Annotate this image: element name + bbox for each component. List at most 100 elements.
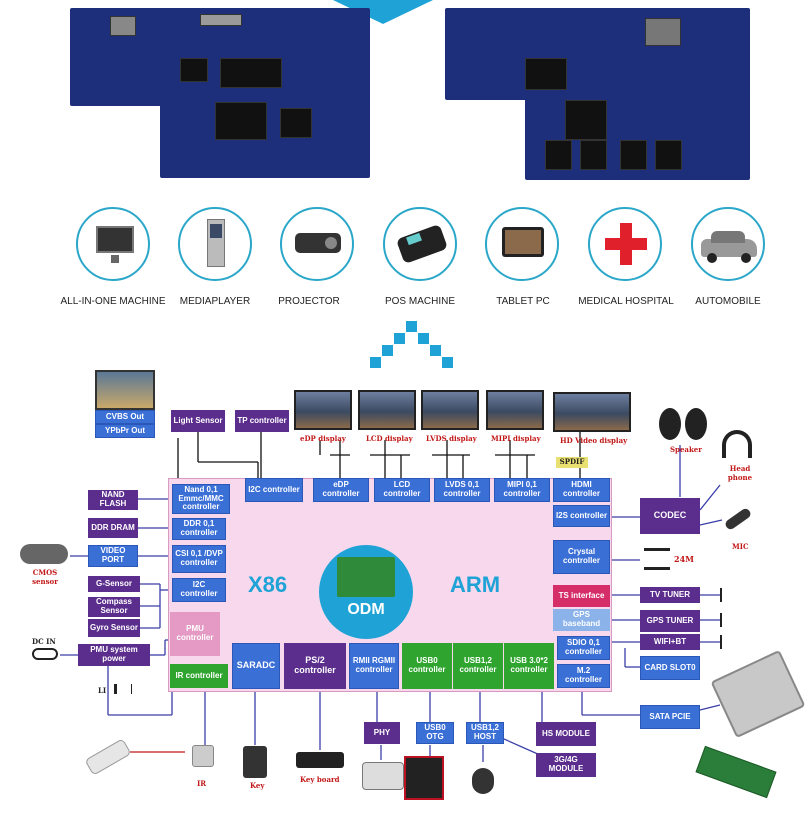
keypad-phone-image	[243, 746, 267, 778]
usb12-controller: USB1,2 controller	[453, 643, 503, 689]
i2s-controller: I2S controller	[553, 505, 610, 527]
app-label-pos-machine: POS MACHINE	[384, 296, 455, 307]
saradc-controller: SARADC	[232, 643, 280, 689]
video-port-box: VIDEO PORT	[88, 545, 138, 567]
ir-label: IR	[197, 779, 207, 788]
pcb-board-right-lower-image	[525, 95, 750, 180]
light-sensor-box: Light Sensor	[171, 410, 225, 432]
pyramid-pixel	[418, 333, 429, 344]
antenna-icon	[720, 613, 730, 627]
lvds-display-image	[421, 390, 479, 430]
pcb-mini-image	[337, 557, 395, 597]
hd-video-display-image	[553, 392, 631, 432]
lvds-controller: LVDS 0,1 controller	[434, 478, 490, 502]
edp-controller: eDP controller	[313, 478, 369, 502]
wifi-bt-box: WIFI+BT	[640, 634, 700, 650]
all-in-one-computer-icon	[76, 207, 150, 281]
spdif-label: SPDIF	[556, 457, 588, 468]
edp-display-label: eDP display	[300, 434, 346, 443]
key-label: Key	[250, 781, 265, 790]
sata-pcie-box: SATA PCIE	[640, 705, 700, 729]
pmu-system-power-box: PMU system power	[78, 644, 150, 666]
ddr-controller: DDR 0,1 controller	[172, 518, 226, 540]
mouse-image	[472, 768, 494, 794]
odm-label: ODM	[347, 601, 385, 618]
m2-controller: M.2 controller	[557, 664, 610, 688]
hs-module-box: HS MODULE	[536, 722, 596, 746]
crystal-oscillator-icon	[644, 548, 670, 570]
speaker-label: Speaker	[670, 445, 702, 454]
speaker-right-image	[685, 408, 707, 440]
sdio-controller: SDIO 0,1 controller	[557, 636, 610, 660]
usb0-otg-box: USB0 OTG	[416, 722, 454, 744]
compass-sensor-box: Compass Sensor	[88, 597, 140, 617]
antenna-icon	[720, 635, 730, 649]
cvbs-out-label: CVBS Out	[95, 410, 155, 424]
odm-logo-circle: ODM	[319, 545, 413, 639]
g-sensor-box: G-Sensor	[88, 576, 140, 592]
gyro-sensor-box: Gyro Sensor	[88, 619, 140, 637]
i2c-controller-left: I2C controller	[172, 578, 226, 602]
rmii-rgmii-controller: RMII RGMII controller	[349, 643, 399, 689]
projector-icon	[280, 207, 354, 281]
usb0-controller: USB0 controller	[402, 643, 452, 689]
ps2-controller: PS/2 controller	[284, 643, 346, 689]
pos-terminal-icon	[383, 207, 457, 281]
network-device-image	[362, 762, 404, 790]
pyramid-pixel	[370, 357, 381, 368]
kiosk-icon	[178, 207, 252, 281]
headphone-image	[722, 430, 752, 458]
pyramid-pixel	[406, 321, 417, 332]
app-label-medical-hospital: MEDICAL HOSPITAL	[578, 296, 674, 307]
codec-box: CODEC	[640, 498, 700, 534]
pyramid-pixel	[442, 357, 453, 368]
cvbs-monitor-image	[95, 370, 155, 410]
pc-tower-image	[404, 756, 444, 800]
usb12-host-box: USB1,2 HOST	[466, 722, 504, 744]
pyramid-pixel	[394, 333, 405, 344]
crystal-freq-label: 24M	[674, 554, 694, 564]
pcb-board-left-lower-image	[160, 100, 370, 178]
ir-receiver-image	[192, 745, 214, 767]
app-label-projector: PROJECTOR	[278, 296, 340, 307]
tablet-icon	[485, 207, 559, 281]
tv-tuner-box: TV TUNER	[640, 587, 700, 603]
dc-in-label: DC IN	[32, 637, 56, 646]
gps-tuner-box: GPS TUNER	[640, 610, 700, 632]
app-label-mediaplayer: MEDIAPLAYER	[179, 296, 251, 307]
ypbpr-out-label: YPbPr Out	[95, 424, 155, 438]
pyramid-pixel	[382, 345, 393, 356]
cmos-camera-image	[20, 544, 68, 564]
pmu-controller: PMU controller	[170, 612, 220, 656]
antenna-icon	[720, 588, 730, 602]
speaker-left-image	[659, 408, 681, 440]
lcd-display-label: LCD display	[366, 434, 413, 443]
li-label: LI	[98, 686, 107, 695]
mic-label: MIC	[732, 542, 749, 551]
dc-plug-icon	[32, 648, 58, 660]
usb3-controller: USB 3.0*2 controller	[504, 643, 554, 689]
keyboard-image	[296, 752, 344, 768]
tp-controller-box: TP controller	[235, 410, 289, 432]
hd-video-display-label: HD Video display	[560, 436, 628, 445]
ts-interface: TS interface	[553, 585, 610, 607]
nand-flash-box: NAND FLASH	[88, 490, 138, 510]
cmos-sensor-label: CMOS sensor	[32, 568, 58, 586]
keyboard-label: Key board	[300, 775, 340, 784]
app-label-all-in-one: ALL-IN-ONE MACHINE	[60, 296, 166, 307]
arm-label: ARM	[450, 572, 501, 597]
mipi-display-image	[486, 390, 544, 430]
gps-baseband: GPS baseband	[553, 609, 610, 631]
headphone-label: Head phone	[727, 464, 753, 482]
lcd-display-image	[358, 390, 416, 430]
car-icon	[691, 207, 765, 281]
ddr-dram-box: DDR DRAM	[88, 518, 138, 538]
mipi-display-label: MIPI display	[491, 434, 541, 443]
pyramid-pixel	[430, 345, 441, 356]
app-label-tablet-pc: TABLET PC	[496, 296, 550, 307]
i2c-controller-top: I2C controller	[245, 478, 303, 502]
mipi-controller: MIPI 0,1 controller	[494, 478, 550, 502]
app-label-automobile: AUTOMOBILE	[695, 296, 761, 307]
lcd-controller: LCD controller	[374, 478, 430, 502]
pcb-board-left-image	[70, 8, 370, 106]
